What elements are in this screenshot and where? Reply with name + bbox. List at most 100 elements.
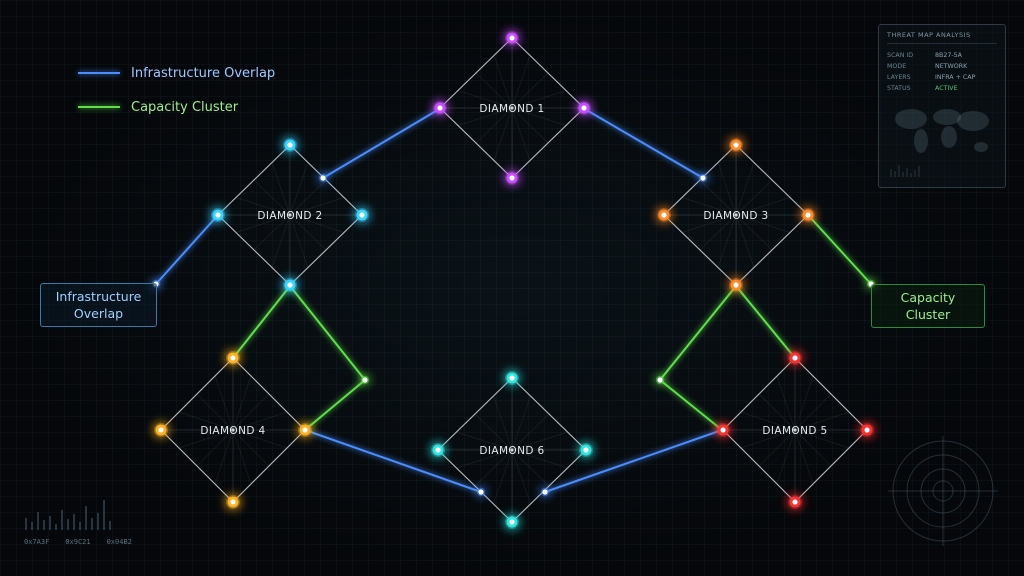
node-core [864, 427, 870, 433]
inner-web-line [511, 431, 568, 451]
inner-web-line [493, 449, 513, 505]
node-core [733, 282, 739, 288]
panel-row: LAYERS INFRA + CAP [887, 72, 997, 83]
panel-value: NETWORK [935, 63, 968, 70]
callout-line: Overlap [73, 306, 124, 321]
diamond-center-dot [510, 448, 514, 452]
node-core [581, 105, 587, 111]
diamond-center-dot [510, 106, 514, 110]
node-core [435, 447, 441, 453]
legend-swatch-green [78, 106, 120, 108]
node-core [287, 142, 293, 148]
inner-web-line [271, 162, 291, 216]
diamond-label-d2: DIAMOND 2 [257, 210, 322, 222]
inner-web-line [758, 393, 796, 431]
inner-web-line [735, 197, 791, 216]
inner-web-line [253, 179, 291, 216]
edge-line [289, 285, 366, 381]
inner-web-line [511, 55, 531, 109]
node-core [287, 282, 293, 288]
inner-web-line [511, 413, 550, 451]
inner-web-line [511, 90, 567, 109]
inner-web-line [758, 429, 796, 467]
inner-web-line [232, 411, 288, 431]
panel-key: SCAN ID [887, 52, 914, 59]
edge-line [659, 285, 737, 381]
inner-web-line [511, 72, 549, 109]
diamond-label-d3: DIAMOND 3 [703, 210, 768, 222]
node-core [509, 175, 515, 181]
legend-swatch-blue [78, 72, 120, 74]
world-map-icon [890, 109, 989, 177]
inner-web-line [475, 72, 513, 109]
node-core [661, 212, 667, 218]
node-core [230, 499, 236, 505]
callout-line: Cluster [905, 307, 951, 322]
panel-value-status: ACTIVE [935, 85, 958, 92]
radar-icon [888, 436, 998, 546]
panel-value: INFRA + CAP [935, 74, 976, 81]
inner-web-line [232, 429, 288, 449]
hex-code-row: 0x7A3F 0x9C21 0x04B2 [24, 538, 132, 546]
inner-web-line [794, 375, 814, 431]
diamond-center-dot [734, 213, 738, 217]
inner-web-line [794, 429, 832, 467]
inner-web-line [717, 162, 737, 216]
edge-line [232, 285, 291, 359]
node-core [583, 447, 589, 453]
edge-line [155, 214, 219, 285]
inner-web-line [235, 197, 291, 216]
inner-web-line [794, 393, 832, 431]
inner-web-line [735, 162, 755, 216]
junction-node [542, 489, 548, 495]
inner-web-line [493, 107, 513, 161]
inner-web-line [735, 214, 791, 233]
inner-web-line [289, 162, 309, 216]
junction-node [362, 377, 368, 383]
inner-web-line [289, 214, 345, 233]
inner-web-line [214, 375, 234, 431]
legend-label: Infrastructure Overlap [131, 65, 276, 81]
inner-web-line [214, 429, 234, 485]
inner-web-line [456, 449, 513, 469]
node-core [509, 519, 515, 525]
node-core [733, 142, 739, 148]
inner-web-line [289, 214, 309, 268]
inner-web-line [235, 214, 291, 233]
inner-web-line [232, 429, 270, 467]
inner-web-line [474, 413, 513, 451]
node-core [720, 427, 726, 433]
inner-web-line [740, 411, 796, 431]
diamond-center-dot [288, 213, 292, 217]
inner-web-line [794, 429, 814, 485]
inner-web-line [232, 393, 270, 431]
edge-line [322, 107, 442, 179]
inner-web-line [511, 449, 531, 505]
inner-web-line [511, 449, 568, 469]
inner-web-line [511, 107, 549, 144]
legend-item-capacity: Capacity Cluster [78, 90, 275, 124]
panel-key: STATUS [887, 85, 911, 92]
inner-web-line [511, 107, 531, 161]
diamond-label-d5: DIAMOND 5 [762, 425, 827, 437]
edge-line [582, 107, 704, 179]
threat-map-panel: THREAT MAP ANALYSIS SCAN ID 8B27-5A MODE… [878, 24, 1006, 188]
inner-web-line [794, 411, 850, 431]
inner-web-line [493, 395, 513, 451]
panel-title: THREAT MAP ANALYSIS [887, 31, 997, 44]
node-core [359, 212, 365, 218]
panel-row: STATUS ACTIVE [887, 83, 997, 94]
panel-key: LAYERS [887, 74, 911, 81]
inner-web-line [178, 411, 234, 431]
hex-code: 0x7A3F [24, 538, 50, 546]
inner-web-line [457, 90, 513, 109]
hex-code: 0x04B2 [106, 538, 132, 546]
inner-web-line [776, 375, 796, 431]
edge-line [807, 214, 872, 285]
legend: Infrastructure Overlap Capacity Cluster [78, 56, 275, 124]
node-core [158, 427, 164, 433]
node-core [215, 212, 221, 218]
